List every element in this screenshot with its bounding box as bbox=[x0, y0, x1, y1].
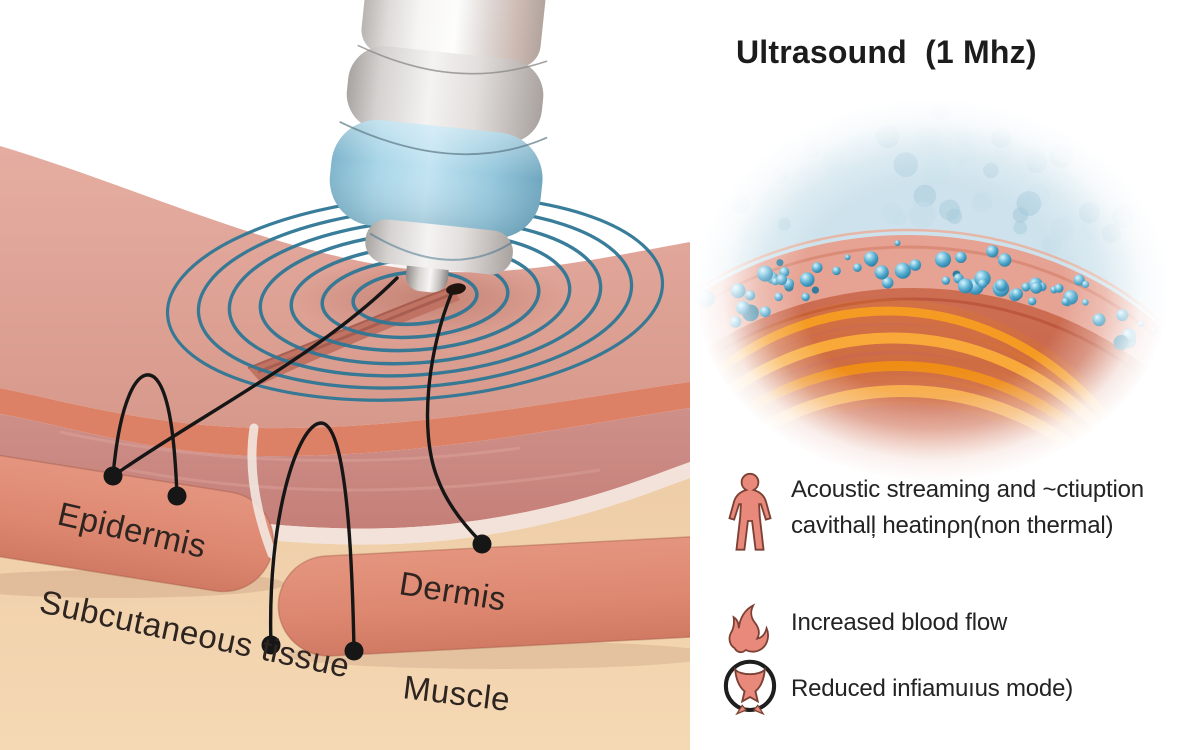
device-seam bbox=[369, 232, 513, 261]
hair-follicle bbox=[247, 423, 277, 559]
legend-item-blood-flow-text: Increased blood flow bbox=[791, 609, 1008, 636]
inflammation-shape bbox=[734, 666, 766, 704]
inflammation-foot bbox=[752, 704, 765, 716]
inflammation-foot bbox=[735, 704, 748, 716]
ultrasound-device bbox=[329, 0, 551, 293]
page-title: Ultrasound (1 Mhz) bbox=[736, 34, 1037, 70]
inset-vignette bbox=[693, 98, 1171, 483]
callout-epidermis bbox=[111, 276, 399, 478]
legend-item-inflammation-text: Reduced infiamuıus mode) bbox=[791, 675, 1074, 702]
inflammation-ring bbox=[723, 659, 777, 713]
device-seam bbox=[339, 121, 548, 156]
legend-item-blood-flow: Increased blood flow bbox=[726, 592, 1007, 654]
skin-cross-section-illustration: Epidermis Subcutaneous tissue Dermis Mus… bbox=[0, 0, 690, 750]
legend-line: cavithalļ heatinρη(non thermal) bbox=[791, 512, 1114, 539]
callout-lines bbox=[111, 276, 483, 653]
tissue-inset-illustration bbox=[693, 98, 1171, 483]
callout-arch-center bbox=[268, 421, 356, 653]
device-handle bbox=[361, 0, 551, 68]
device-blue-band-shade bbox=[329, 119, 543, 239]
legend-item-acoustic-text: Acoustic streaming and ~ctiuption cavith… bbox=[791, 472, 1144, 544]
legend-item-acoustic: Acoustic streaming and ~ctiuption cavith… bbox=[722, 472, 1144, 556]
blood-flow-shape bbox=[728, 603, 769, 654]
legend-item-inflammation: Reduced infiamuıus mode) bbox=[722, 658, 1073, 720]
dermis-label-band bbox=[277, 535, 690, 657]
callout-arch-left bbox=[111, 373, 179, 498]
blood-flow-icon bbox=[726, 592, 778, 654]
legend-line: Acoustic streaming and ~ctiuption bbox=[791, 476, 1144, 503]
human-body-shape bbox=[728, 472, 772, 551]
device-flare bbox=[346, 46, 544, 144]
device-collar bbox=[365, 219, 513, 275]
device-seam bbox=[357, 44, 548, 75]
callout-dermis bbox=[425, 290, 483, 544]
human-body-icon bbox=[722, 472, 778, 556]
callout-dots bbox=[103, 466, 492, 661]
reduced-inflammation-icon bbox=[722, 658, 778, 720]
